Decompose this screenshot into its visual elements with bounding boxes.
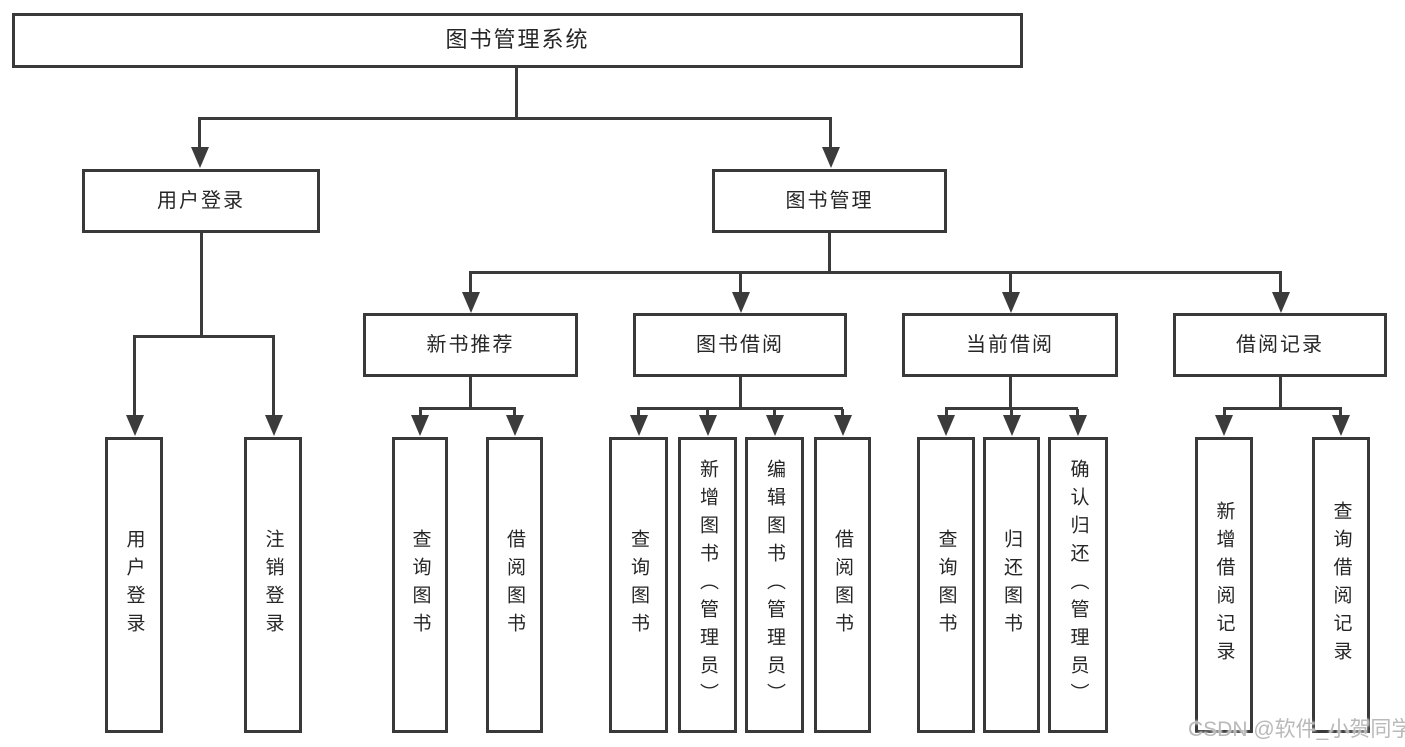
node-user-login: 用户登录 [82,169,320,233]
node-library-system: 图书管理系统 [12,13,1023,68]
connector-recommend-stem [469,377,472,409]
connector-root-rail [198,117,832,120]
arrow-down-icon [822,147,840,168]
connector-recommend-drop-1 [419,409,422,416]
node-borrowing-records: 借阅记录 [1173,313,1387,377]
arrow-down-icon [732,292,750,313]
connector-userlogin-drop-2 [272,337,275,415]
arrow-down-icon [699,415,717,436]
node-current-borrowing-label: 当前借阅 [966,334,1054,356]
connector-borrowing-rail [637,407,843,410]
leaf-query-books-current: 查询图书 [917,437,975,733]
leaf-user-login-label: 用户登录 [123,529,145,641]
arrow-down-icon [1332,415,1350,436]
connector-root-stem [515,66,518,119]
arrow-down-icon [506,415,524,436]
leaf-borrow-books-recommend-label: 借阅图书 [504,529,525,641]
leaf-add-borrow-record-label: 新增借阅记录 [1213,501,1235,669]
leaf-query-borrow-record-label: 查询借阅记录 [1330,501,1352,669]
connector-records-drop-2 [1339,409,1342,416]
arrow-down-icon [1003,415,1021,436]
connector-recommend-rail [419,407,516,410]
connector-bookmgmt-drop-1 [469,273,472,293]
connector-userlogin-drop-1 [133,337,136,415]
arrow-down-icon [937,415,955,436]
leaf-add-books-admin: 新增图书（管理员） [678,437,737,733]
leaf-logout: 注销登录 [244,437,302,733]
arrow-down-icon [766,415,784,436]
connector-borrowing-drop-1 [637,409,640,416]
connector-root-drop-left [198,118,201,147]
arrow-down-icon [834,415,852,436]
arrow-down-icon [1069,415,1087,436]
connector-records-rail [1223,407,1342,410]
connector-borrowing-drop-3 [773,409,776,416]
leaf-confirm-return-admin-label: 确认归还（管理员） [1067,459,1089,711]
leaf-edit-books-admin: 编辑图书（管理员） [745,437,804,733]
csdn-watermark: CSDN @软件_小贺同学 [1188,718,1405,741]
connector-current-rail [945,407,1078,410]
leaf-query-books-borrow: 查询图书 [609,437,668,733]
leaf-add-borrow-record: 新增借阅记录 [1195,437,1253,733]
connector-bookmgmt-stem [828,233,831,273]
connector-current-drop-3 [1076,409,1079,416]
leaf-borrow-books-label: 借阅图书 [832,529,853,641]
node-book-management-label: 图书管理 [785,190,874,212]
connector-current-drop-2 [1010,409,1013,416]
connector-bookmgmt-drop-2 [739,273,742,293]
connector-records-stem [1279,377,1282,409]
node-user-login-label: 用户登录 [157,190,245,212]
node-borrowing-records-label: 借阅记录 [1236,334,1324,356]
leaf-query-books-current-label: 查询图书 [935,529,957,641]
node-book-borrowing: 图书借阅 [633,313,847,377]
connector-current-drop-1 [945,409,948,416]
leaf-confirm-return-admin: 确认归还（管理员） [1048,437,1108,733]
connector-current-stem [1009,377,1012,409]
leaf-borrow-books: 借阅图书 [814,437,871,733]
arrow-down-icon [411,415,429,436]
arrow-down-icon [630,415,648,436]
leaf-return-books-label: 归还图书 [1001,529,1022,641]
node-book-borrowing-label: 图书借阅 [696,334,784,356]
connector-root-drop-right [829,118,832,147]
leaf-add-books-admin-label: 新增图书（管理员） [697,459,718,711]
connector-bookmgmt-rail [469,271,1282,274]
node-library-system-label: 图书管理系统 [445,27,590,53]
arrow-down-icon [265,415,283,436]
leaf-borrow-books-recommend: 借阅图书 [486,437,543,733]
connector-borrowing-stem [739,377,742,409]
node-new-book-recommendation-label: 新书推荐 [426,334,515,356]
connector-bookmgmt-drop-3 [1009,273,1012,293]
arrow-down-icon [1002,292,1020,313]
node-new-book-recommendation: 新书推荐 [363,313,578,377]
arrow-down-icon [462,292,480,313]
arrow-down-icon [1215,415,1233,436]
connector-borrowing-drop-2 [706,409,709,416]
node-book-management: 图书管理 [712,169,947,233]
leaf-query-books-recommend-label: 查询图书 [409,529,431,641]
leaf-return-books: 归还图书 [983,437,1040,733]
leaf-user-login: 用户登录 [105,437,163,733]
leaf-logout-label: 注销登录 [262,529,284,641]
arrow-down-icon [126,415,144,436]
connector-userlogin-rail [133,335,275,338]
connector-records-drop-1 [1223,409,1226,416]
connector-userlogin-stem [200,233,203,337]
connector-recommend-drop-2 [513,409,516,416]
leaf-query-borrow-record: 查询借阅记录 [1312,437,1370,733]
arrow-down-icon [1272,292,1290,313]
leaf-query-books-borrow-label: 查询图书 [628,529,649,641]
node-current-borrowing: 当前借阅 [902,313,1118,377]
connector-borrowing-drop-4 [841,409,844,416]
leaf-query-books-recommend: 查询图书 [392,437,448,733]
leaf-edit-books-admin-label: 编辑图书（管理员） [764,459,785,711]
arrow-down-icon [191,147,209,168]
connector-bookmgmt-drop-4 [1279,273,1282,293]
